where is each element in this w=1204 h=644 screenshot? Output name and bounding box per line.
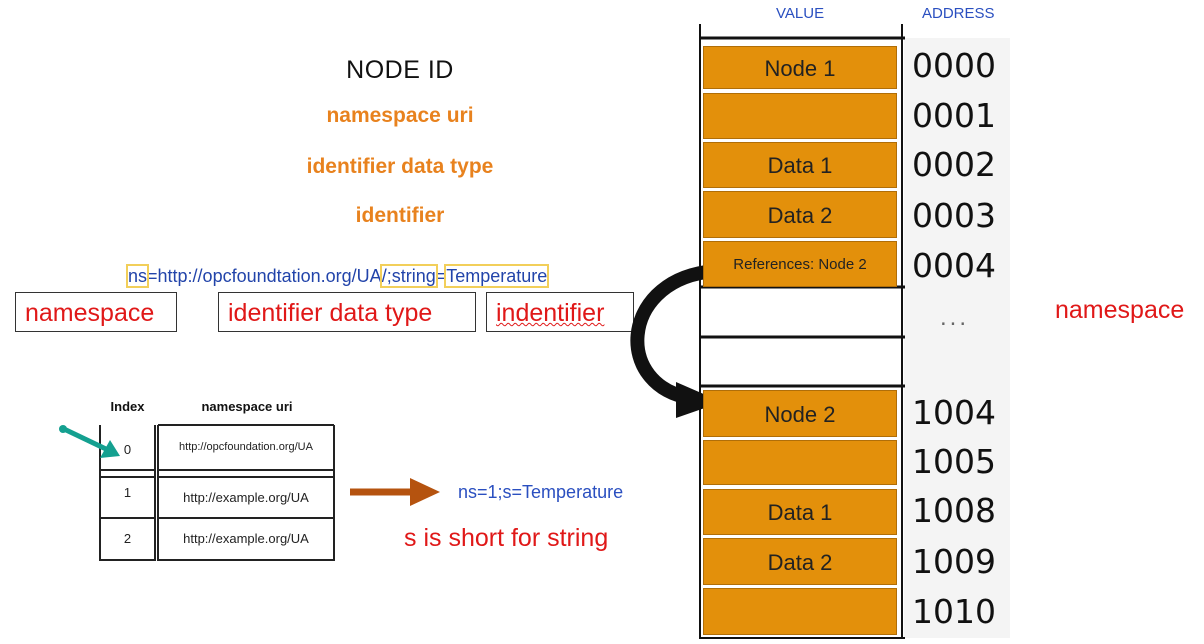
memory-cell-1004: Node 2: [703, 390, 897, 437]
memory-column: Node 1 Data 1 Data 2 References: Node 2 …: [699, 24, 905, 639]
memory-cell-0001: [703, 93, 897, 139]
namespace-uri-text: namespace uri: [326, 104, 474, 127]
type-text: string: [391, 266, 436, 286]
address-1010: 1010: [912, 592, 996, 631]
identifier-text: identifier: [355, 204, 445, 227]
index-cell-2: 2: [123, 531, 132, 546]
teal-pointer-arrow: [59, 425, 120, 458]
memory-cell-1005: [703, 440, 897, 485]
address-1004: 1004: [912, 393, 996, 432]
address-0001: 0001: [912, 96, 996, 135]
brown-right-arrow: [350, 478, 440, 506]
index-cell-1: 1: [123, 485, 132, 500]
uri-text: http://opcfoundtation.org/UA: [157, 266, 382, 286]
index-table-grid: [99, 424, 335, 561]
memory-cell-1010: [703, 588, 897, 635]
memory-cell-0002: Data 1: [703, 142, 897, 188]
ns-separator: =: [147, 266, 158, 286]
address-column-bg: [904, 38, 1010, 638]
ns-highlight: ns: [125, 264, 150, 288]
memory-column-border: [699, 24, 905, 639]
address-0000: 0000: [912, 46, 996, 85]
identifier-highlight: Temperature: [444, 264, 550, 288]
type-highlight: /;string: [379, 264, 438, 288]
node-id-string: ns=http://opcfoundtation.org/UA/;string=…: [125, 264, 550, 288]
index-header: Index: [110, 399, 145, 414]
uri-cell-0: http://opcfoundation.org/UA: [179, 441, 313, 453]
memory-cell-0003: Data 2: [703, 191, 897, 238]
address-1009: 1009: [912, 542, 996, 581]
address-0004: 0004: [912, 246, 996, 285]
node-id-title: NODE ID: [346, 56, 454, 84]
memory-cell-0004: References: Node 2: [703, 241, 897, 287]
namespace-label-box: namespace: [15, 292, 177, 332]
address-1005: 1005: [912, 442, 996, 481]
uri-cell-2: http://example.org/UA: [183, 531, 309, 546]
memory-cell-0000: Node 1: [703, 46, 897, 89]
identifier-data-type-text: identifier data type: [306, 155, 494, 178]
address-header: ADDRESS: [922, 5, 995, 22]
address-gap-ellipsis: ...: [940, 304, 970, 331]
value-header: VALUE: [776, 5, 825, 22]
namespace-uri-header: namespace uri: [201, 399, 293, 414]
short-for-string-note: s is short for string: [404, 524, 609, 552]
memory-cell-1009: Data 2: [703, 538, 897, 585]
uri-cell-1: http://example.org/UA: [183, 490, 309, 505]
type-separator: /;: [381, 266, 392, 286]
short-form-example: ns=1;s=Temperature: [458, 482, 624, 502]
address-0003: 0003: [912, 196, 996, 235]
right-namespace-label: namespace: [1055, 296, 1185, 324]
memory-cell-1008: Data 1: [703, 489, 897, 535]
index-cell-0: 0: [123, 442, 132, 457]
address-0002: 0002: [912, 145, 996, 184]
id-separator: =: [435, 266, 447, 286]
identifier-data-type-label-box: identifier data type: [218, 292, 476, 332]
identifier-label-box: indentifier: [486, 292, 634, 332]
address-1008: 1008: [912, 491, 996, 530]
